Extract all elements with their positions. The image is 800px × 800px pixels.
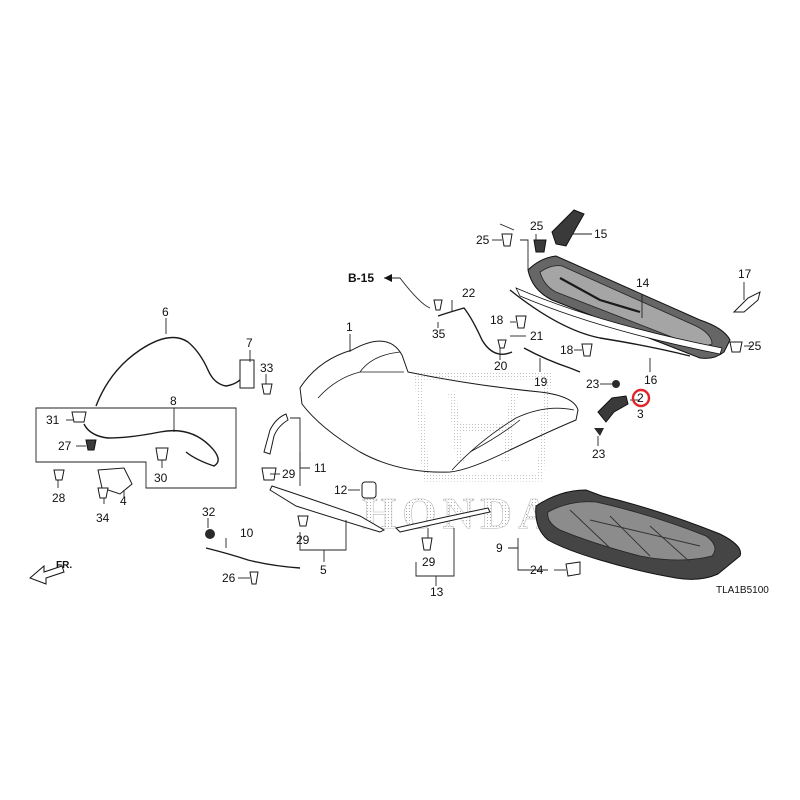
callout-29a[interactable]: 29	[282, 467, 296, 481]
callout-7[interactable]: 7	[246, 336, 253, 350]
callout-20[interactable]: 20	[494, 359, 508, 373]
callout-13[interactable]: 13	[430, 585, 444, 599]
callout-14[interactable]: 14	[636, 276, 650, 290]
hood-release-cable[interactable]	[95, 336, 247, 407]
callout-9[interactable]: 9	[496, 541, 503, 555]
callout-29b[interactable]: 29	[296, 533, 310, 547]
leader-lines	[35, 233, 752, 586]
callout-5[interactable]: 5	[320, 563, 327, 577]
callout-4[interactable]: 4	[120, 494, 127, 508]
callout-34[interactable]: 34	[96, 511, 110, 525]
washer-hose[interactable]	[437, 307, 513, 355]
callout-3[interactable]: 3	[637, 407, 644, 421]
callout-31[interactable]: 31	[46, 413, 60, 427]
callout-17[interactable]: 17	[738, 267, 752, 281]
callout-labels: 1 2 3 4 5 6 7 8 9 10 11 12 13 14 15 16 1…	[46, 219, 762, 599]
callout-18b[interactable]: 18	[560, 343, 574, 357]
reference-arrow-icon	[384, 274, 392, 282]
hood-front-molding[interactable]	[269, 485, 386, 533]
callout-15[interactable]: 15	[594, 227, 608, 241]
cowl-side-clip[interactable]	[732, 291, 761, 313]
cowl-seal-rubber[interactable]	[509, 289, 691, 357]
callout-16[interactable]: 16	[644, 373, 658, 387]
callout-35[interactable]: 35	[432, 327, 446, 341]
hood-release-handle-cable[interactable]	[83, 423, 219, 467]
washer-tube[interactable]	[523, 347, 581, 373]
hood-panel[interactable]	[299, 340, 579, 473]
callout-25a[interactable]: 25	[476, 233, 490, 247]
callout-28[interactable]: 28	[52, 491, 66, 505]
callout-2[interactable]: 2	[637, 391, 644, 405]
callout-1[interactable]: 1	[346, 320, 353, 334]
hood-support-rod[interactable]	[205, 547, 301, 569]
hood-hinge[interactable]	[597, 395, 629, 423]
front-direction-label: FR.	[56, 560, 72, 571]
callout-29c[interactable]: 29	[422, 555, 436, 569]
hood-insulator-cover[interactable]	[535, 489, 742, 580]
callout-6[interactable]: 6	[162, 305, 169, 319]
hood-front-strip[interactable]	[395, 507, 491, 533]
diagram-code: TLA1B5100	[716, 585, 769, 596]
honda-watermark-logo	[414, 372, 552, 482]
callout-10[interactable]: 10	[240, 526, 254, 540]
front-arrow-icon	[29, 564, 65, 585]
front-direction-indicator: FR.	[29, 560, 72, 585]
callout-30[interactable]: 30	[154, 471, 168, 485]
callout-25b[interactable]: 25	[530, 219, 544, 233]
callout-27[interactable]: 27	[58, 439, 72, 453]
callout-32[interactable]: 32	[202, 505, 216, 519]
callout-12[interactable]: 12	[334, 483, 348, 497]
callout-11[interactable]: 11	[314, 461, 327, 475]
callout-24[interactable]: 24	[530, 563, 544, 577]
callout-22[interactable]: 22	[462, 286, 476, 300]
callout-26[interactable]: 26	[222, 571, 236, 585]
hood-side-seal[interactable]	[263, 413, 289, 455]
cowl-bracket[interactable]	[551, 209, 585, 247]
callout-19[interactable]: 19	[534, 375, 548, 389]
callout-33[interactable]: 33	[260, 361, 274, 375]
fastener-icons	[53, 223, 743, 585]
callout-23a[interactable]: 23	[586, 377, 600, 391]
highlighted-part-ring	[631, 388, 651, 408]
callout-23b[interactable]: 23	[592, 447, 606, 461]
honda-watermark-text: HONDA	[362, 489, 556, 538]
callout-8[interactable]: 8	[170, 394, 177, 408]
hood-latch[interactable]	[239, 359, 255, 389]
callout-21[interactable]: 21	[530, 329, 544, 343]
callout-18a[interactable]: 18	[490, 313, 504, 327]
reference-label-b15[interactable]: B-15	[348, 271, 374, 285]
cowl-top-cover[interactable]	[515, 255, 731, 359]
callout-25c[interactable]: 25	[748, 339, 762, 353]
